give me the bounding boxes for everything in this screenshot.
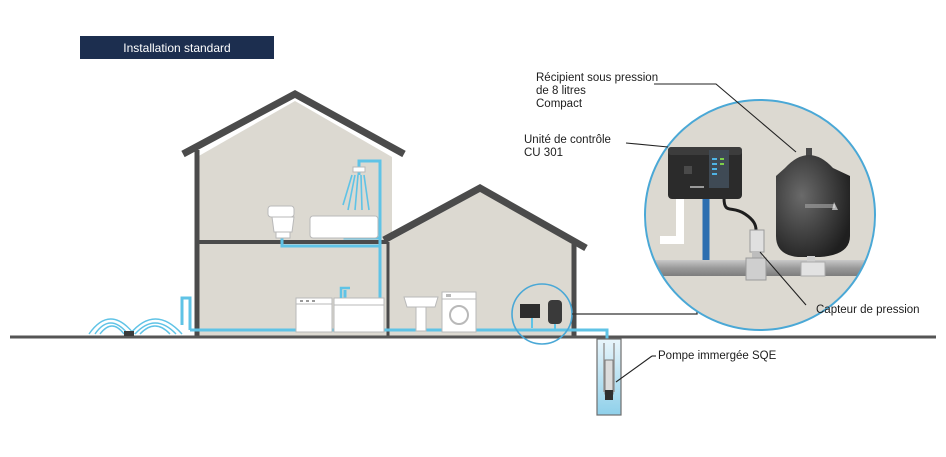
pump-label: Pompe immergée SQE <box>658 350 777 362</box>
sensor-label: Capteur de pression <box>816 304 920 316</box>
kitchen-sink-icon <box>333 286 385 333</box>
washbasin-icon <box>403 296 439 332</box>
tank-label: Récipient sous pression de 8 litres Comp… <box>536 72 658 111</box>
dishwasher-icon <box>295 297 333 333</box>
toilet-icon <box>267 205 295 239</box>
zoom-connector <box>572 298 698 315</box>
control-unit-label-line-1: Unité de contrôle <box>524 134 611 146</box>
leader-lines <box>615 83 807 383</box>
washing-machine-icon <box>441 291 477 333</box>
control-unit-label-line-2: CU 301 <box>524 147 563 159</box>
bathtub-icon <box>309 215 379 239</box>
page-title: Installation standard <box>80 36 274 59</box>
control-unit-label: Unité de contrôle CU 301 <box>524 134 611 160</box>
pressure-tank-icon <box>776 148 850 277</box>
zoom-detail <box>644 99 876 331</box>
submersible-pump-icon <box>596 338 622 416</box>
pressure-sensor-icon <box>745 229 767 281</box>
tank-label-line-2: de 8 litres <box>536 85 586 97</box>
control-unit-icon <box>668 147 742 199</box>
main-house <box>181 90 406 336</box>
sprinkler-icon <box>88 318 183 336</box>
tank-label-line-3: Compact <box>536 98 583 110</box>
tank-label-line-1: Récipient sous pression <box>536 72 659 84</box>
shower-icon <box>342 166 370 211</box>
